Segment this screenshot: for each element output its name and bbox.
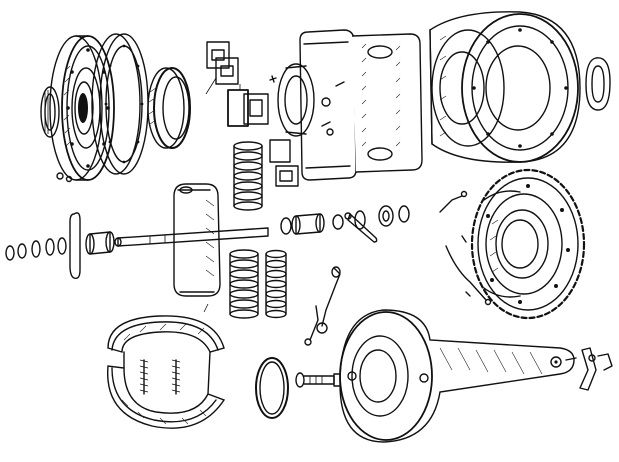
washer-icon [280,205,410,235]
shim-icon [205,41,299,187]
block-icon [173,183,221,297]
cam-lever-icon [344,212,378,243]
coil-spring-icon [233,141,263,211]
small-washer-icon [56,172,73,183]
link-arm-icon [304,190,492,346]
bracket-icon [565,347,613,391]
flange-plate-icon [49,35,115,181]
coil-spring-icon [229,249,287,319]
screw-icon [269,75,345,127]
backing-plate-icon [339,309,575,443]
bearing-ring-icon [147,67,191,149]
gasket-icon [91,33,149,175]
o-ring-icon [255,357,289,419]
sprocket-icon [470,168,586,320]
drum-icon [429,11,581,163]
housing-icon [277,29,423,181]
bolt-icon [295,372,343,388]
axle-icon [5,212,269,280]
brake-shoe-icon [107,303,226,429]
clip-icon [585,57,611,111]
